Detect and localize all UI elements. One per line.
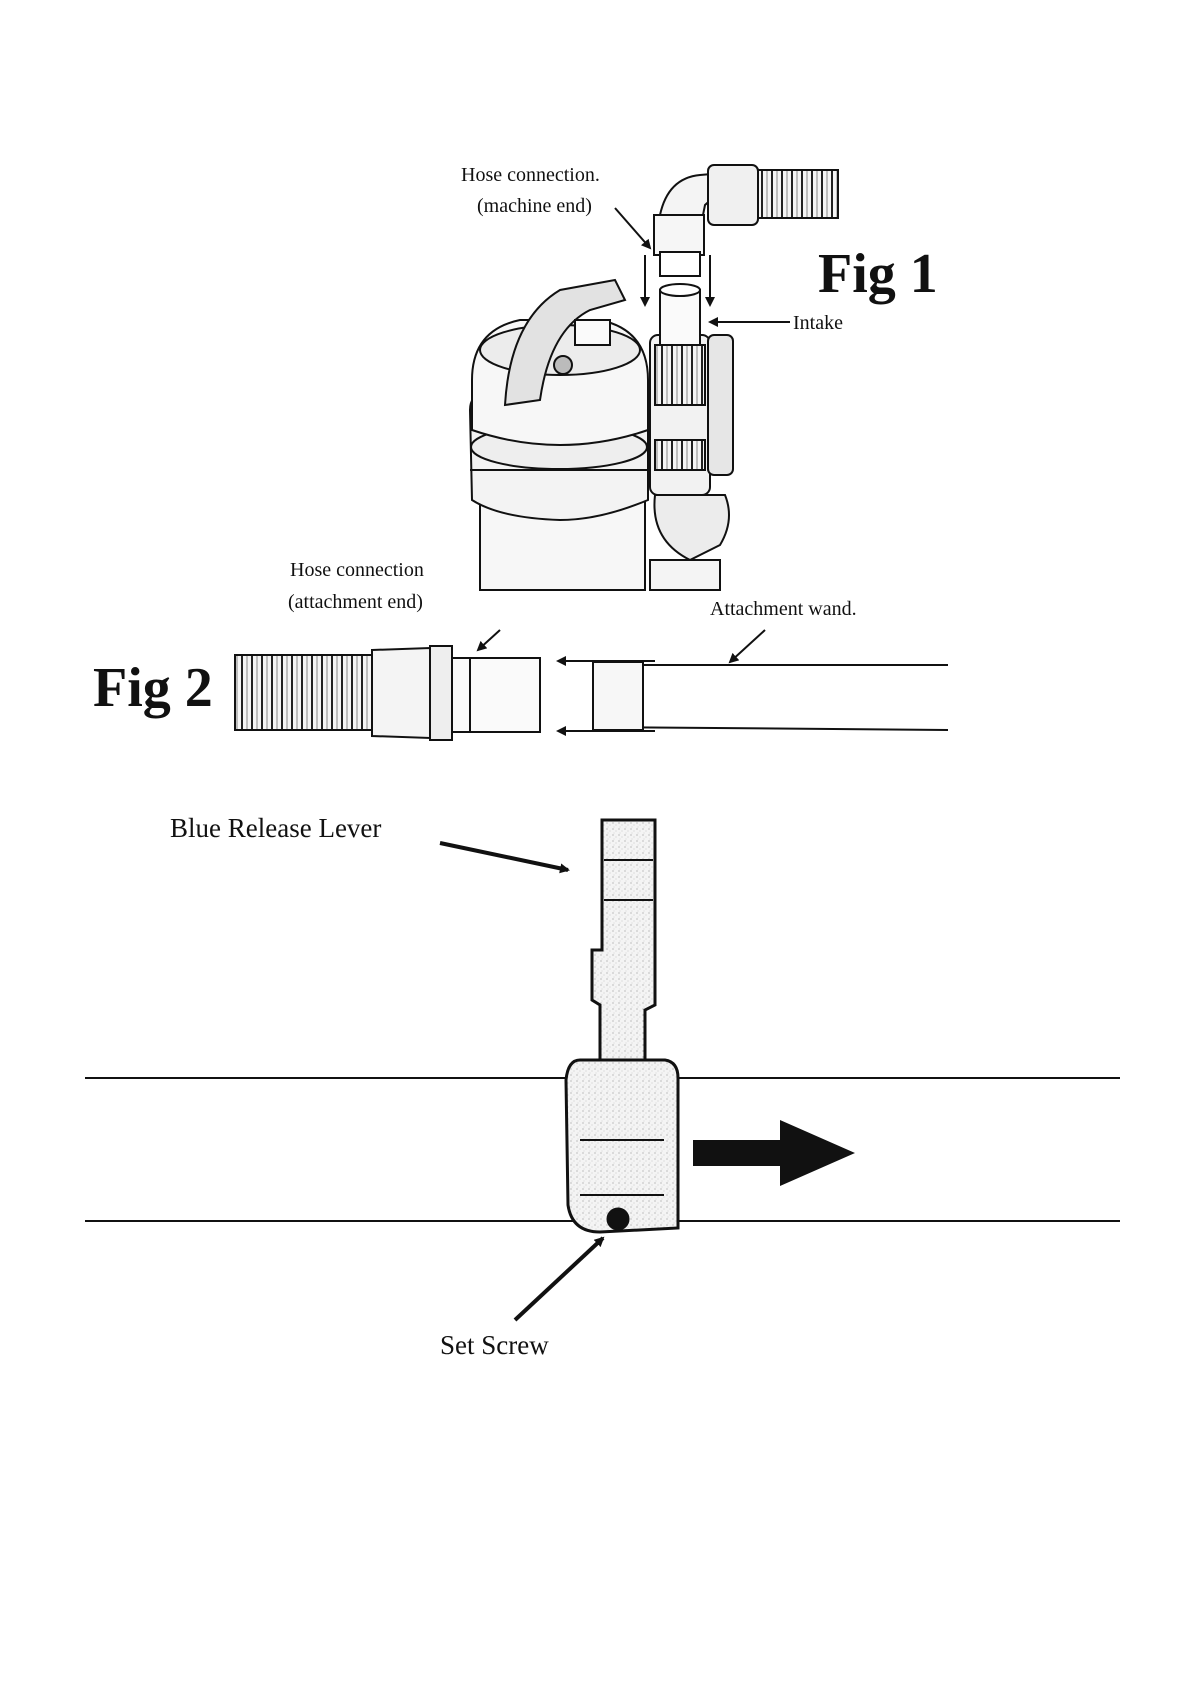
label-attachment-wand: Attachment wand.: [710, 599, 857, 619]
label-set-screw: Set Screw: [440, 1332, 549, 1359]
fig2-title: Fig 2: [93, 660, 213, 716]
label-blue-release-lever: Blue Release Lever: [170, 815, 381, 842]
direction-arrow-icon: [693, 1120, 855, 1186]
label-intake: Intake: [793, 313, 843, 333]
label-hose-connection-attachment-end-line1: Hose connection: [290, 560, 424, 580]
hose-elbow-machine-end: [654, 165, 838, 276]
label-hose-connection-attachment-end-line2: (attachment end): [288, 592, 423, 612]
hose-attachment-end-illustration: [235, 646, 540, 740]
label-hose-connection-machine-end-line1: Hose connection.: [461, 165, 600, 185]
attachment-wand-illustration: [593, 662, 948, 730]
label-hose-connection-machine-end-line2: (machine end): [477, 196, 592, 216]
fig1-title: Fig 1: [818, 246, 938, 302]
release-lever-illustration: [566, 820, 678, 1232]
vacuum-machine-illustration: [470, 280, 733, 590]
